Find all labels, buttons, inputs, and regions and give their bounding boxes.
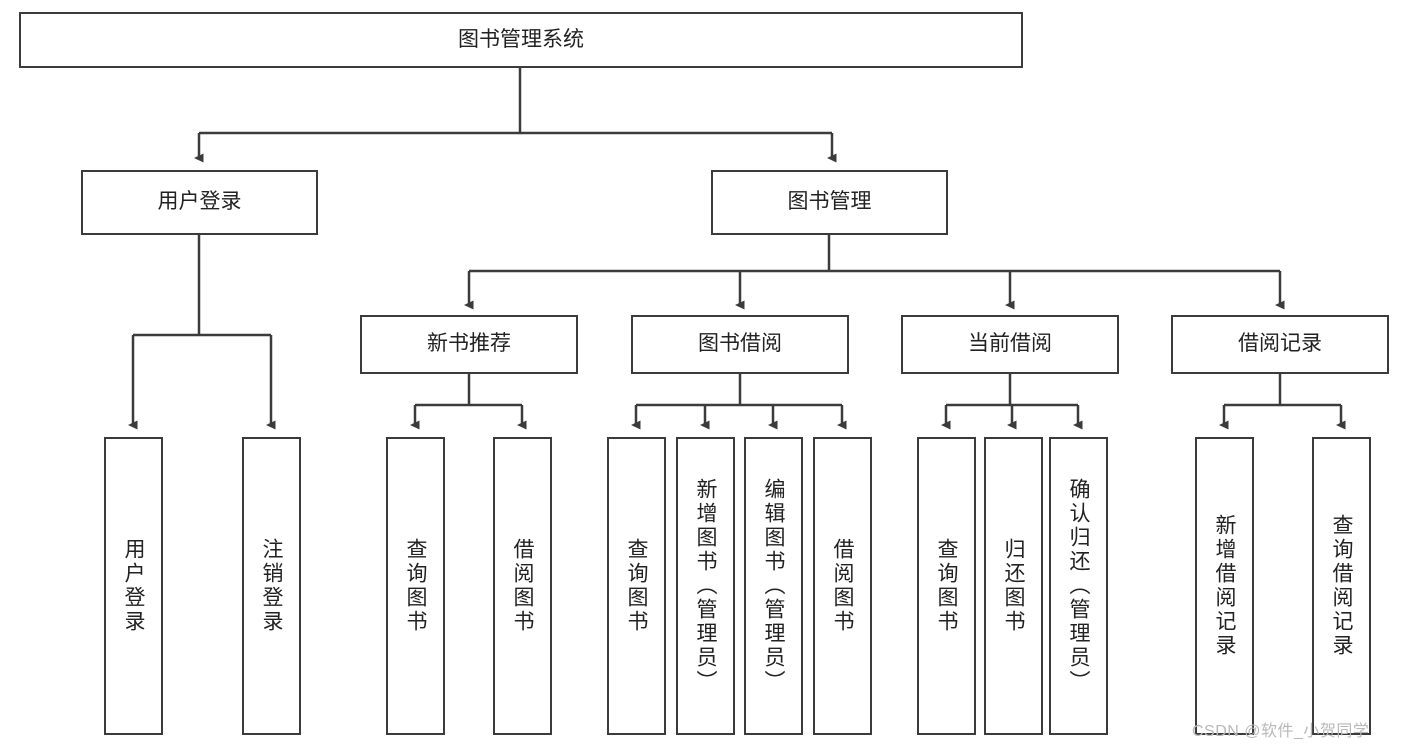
node-new-book-recommend[interactable]: 新书推荐 [360, 315, 578, 374]
leaf-user-login-signout-label: 注销登录 [260, 538, 283, 634]
leaf-user-login-signin[interactable]: 用户登录 [104, 437, 163, 735]
node-book-borrow-label: 图书借阅 [698, 332, 782, 356]
node-book-management-label: 图书管理 [787, 190, 872, 214]
node-user-login-label: 用户登录 [157, 190, 242, 214]
leaf-user-login-signout[interactable]: 注销登录 [242, 437, 301, 735]
node-root-label: 图书管理系统 [458, 27, 584, 51]
node-current-borrow-label: 当前借阅 [968, 332, 1052, 356]
leaf-current-query-book-label: 查询图书 [935, 538, 958, 634]
leaf-borrow-query-book[interactable]: 查询图书 [607, 437, 666, 735]
leaf-borrow-add-book-label: 新增图书（管理员） [694, 478, 717, 694]
leaf-current-confirm-return[interactable]: 确认归还（管理员） [1049, 437, 1108, 735]
leaf-records-add-record-label: 新增借阅记录 [1213, 514, 1236, 658]
leaf-records-query-record-label: 查询借阅记录 [1330, 514, 1353, 658]
csdn-watermark: CSDN @软件_小贺同学 [1192, 723, 1370, 740]
leaf-current-confirm-return-label: 确认归还（管理员） [1067, 478, 1090, 694]
leaf-borrow-add-book[interactable]: 新增图书（管理员） [676, 437, 735, 735]
leaf-borrow-edit-book[interactable]: 编辑图书（管理员） [744, 437, 803, 735]
leaf-new-book-borrow-label: 借阅图书 [511, 538, 534, 634]
node-borrow-records[interactable]: 借阅记录 [1171, 315, 1389, 374]
node-new-book-recommend-label: 新书推荐 [427, 332, 511, 356]
leaf-borrow-query-book-label: 查询图书 [625, 538, 648, 634]
node-user-login[interactable]: 用户登录 [81, 170, 318, 235]
leaf-borrow-edit-book-label: 编辑图书（管理员） [762, 478, 785, 694]
leaf-borrow-borrow-book-label: 借阅图书 [831, 538, 854, 634]
leaf-current-return-book[interactable]: 归还图书 [984, 437, 1043, 735]
leaf-borrow-borrow-book[interactable]: 借阅图书 [813, 437, 872, 735]
node-book-borrow[interactable]: 图书借阅 [631, 315, 849, 374]
leaf-new-book-borrow[interactable]: 借阅图书 [493, 437, 552, 735]
node-root[interactable]: 图书管理系统 [19, 12, 1023, 68]
node-book-management[interactable]: 图书管理 [711, 170, 948, 235]
leaf-new-book-query-label: 查询图书 [404, 538, 427, 634]
leaf-new-book-query[interactable]: 查询图书 [386, 437, 445, 735]
leaf-current-query-book[interactable]: 查询图书 [917, 437, 976, 735]
leaf-user-login-signin-label: 用户登录 [122, 538, 145, 634]
leaf-current-return-book-label: 归还图书 [1002, 538, 1025, 634]
node-borrow-records-label: 借阅记录 [1238, 332, 1322, 356]
leaf-records-add-record[interactable]: 新增借阅记录 [1195, 437, 1254, 735]
node-current-borrow[interactable]: 当前借阅 [901, 315, 1119, 374]
leaf-records-query-record[interactable]: 查询借阅记录 [1312, 437, 1371, 735]
